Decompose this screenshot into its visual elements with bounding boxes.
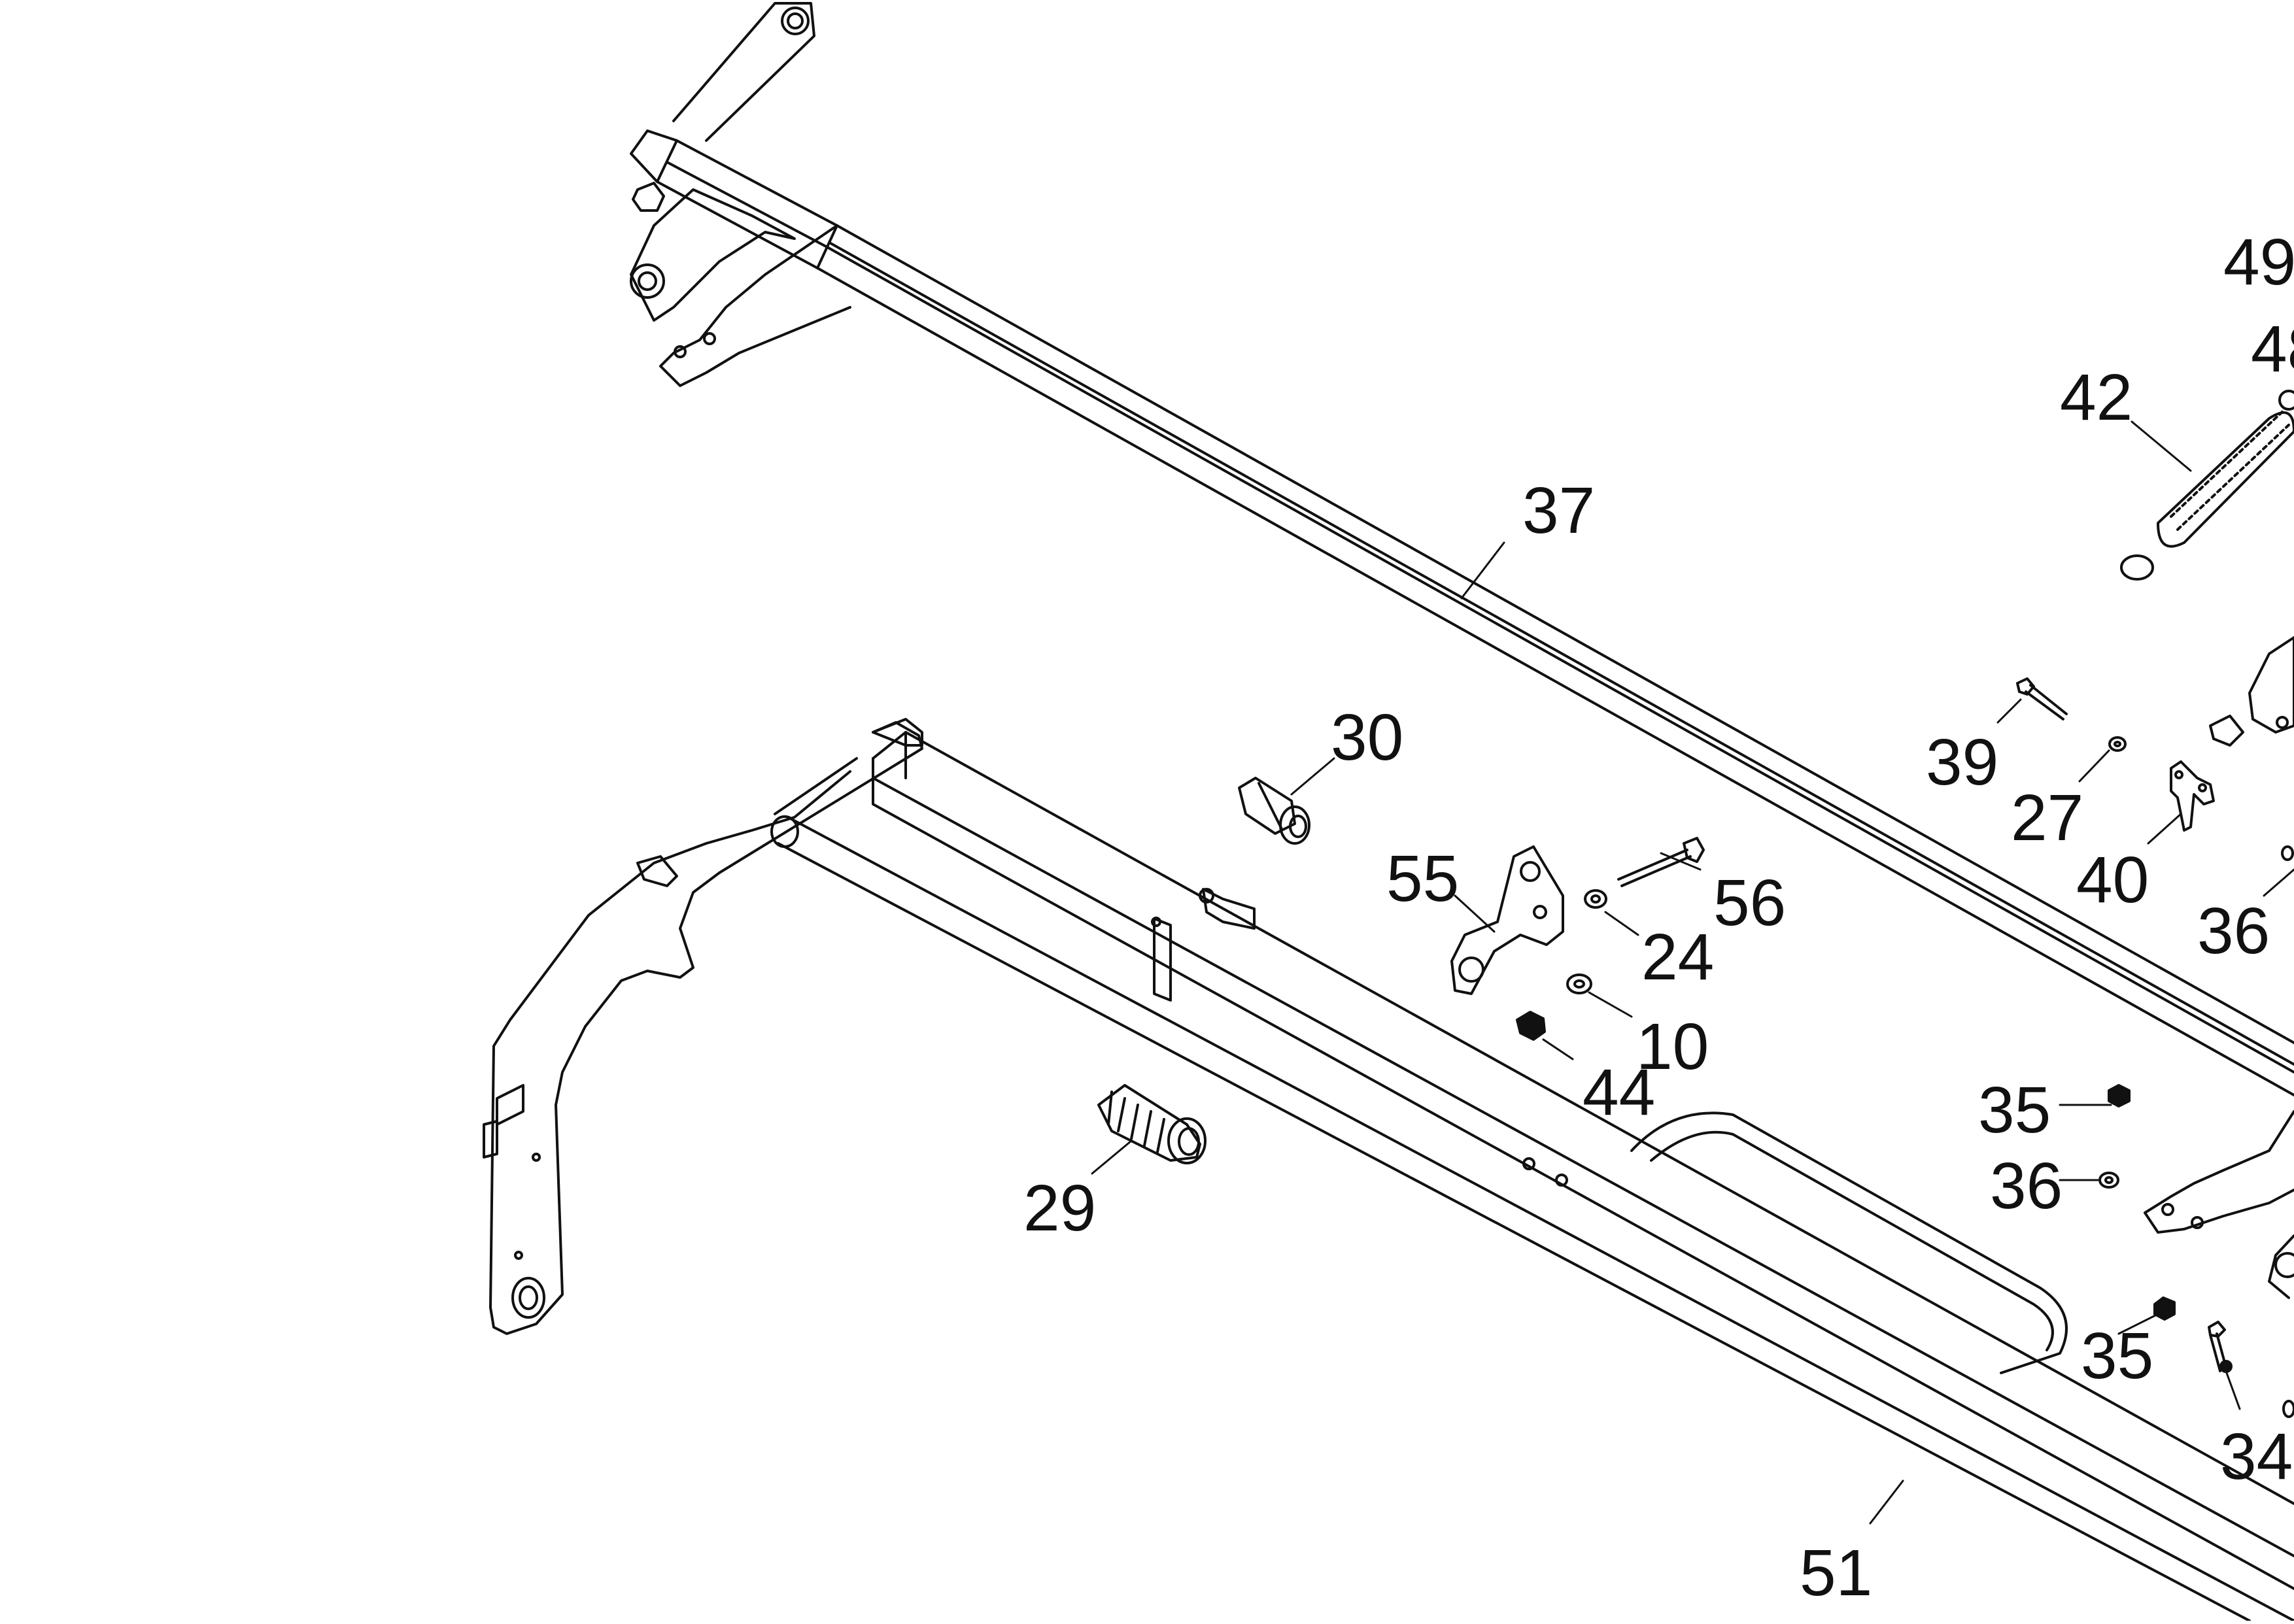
- part-34-bolt: [2208, 1321, 2233, 1373]
- part-55-bracket: [1450, 845, 1564, 995]
- part-44-nut: [1516, 1011, 1546, 1041]
- lower-frame-handle: [1630, 1111, 2068, 1374]
- part-24-washer: [1584, 889, 1607, 909]
- callout-35-upper: 35: [1978, 1074, 2051, 1147]
- upper-lift-arm: [672, 2, 815, 142]
- callout-34: 34: [2220, 1420, 2293, 1493]
- callout-42: 42: [2060, 361, 2132, 434]
- callout-48: 48: [2251, 313, 2294, 386]
- callout-51: 51: [1800, 1536, 1872, 1610]
- upper-right-bracket: [2144, 1110, 2294, 1299]
- part-35-nut-upper: [2108, 1084, 2131, 1108]
- callout-labels: 37 30 55 56 24 10 44 29 51 42 49 48 39 2…: [1023, 226, 2294, 1610]
- callout-49: 49: [2223, 226, 2294, 299]
- part-29-bushing: [1097, 1084, 1207, 1164]
- callout-39: 39: [1926, 726, 1998, 799]
- upper-left-bracket: [630, 188, 851, 387]
- actuator-partial: [2209, 636, 2294, 747]
- callout-56: 56: [1713, 866, 1786, 939]
- leader-lines: [1091, 420, 2294, 1525]
- part-36-washer-lower: [2098, 1172, 2119, 1189]
- callout-55: 55: [1386, 842, 1459, 915]
- callout-36-lower: 36: [1990, 1149, 2063, 1223]
- callout-30: 30: [1331, 701, 1403, 774]
- callout-29: 29: [1023, 1172, 1096, 1245]
- callout-37: 37: [1522, 474, 1595, 547]
- callout-27: 27: [2011, 781, 2083, 854]
- part-30-fitting: [1238, 777, 1310, 845]
- part-40-clip: [2170, 760, 2215, 832]
- callout-24: 24: [1641, 921, 1714, 994]
- callout-36-upper: 36: [2197, 894, 2270, 968]
- upper-frame-beam: [630, 2, 2294, 1299]
- part-27-washer: [2108, 736, 2127, 752]
- part-56-bolt: [1617, 837, 1705, 887]
- callout-35-lower: 35: [2081, 1319, 2153, 1393]
- lower-frame-beam: [483, 718, 2294, 1622]
- part-35-nut-lower: [2153, 1296, 2176, 1321]
- part-39-bolt: [2016, 677, 2068, 720]
- lower-left-side-plate: [483, 721, 923, 1335]
- callout-10: 10: [1636, 1010, 1709, 1083]
- part-10-washer: [1566, 973, 1592, 994]
- callout-44: 44: [1583, 1056, 1655, 1129]
- part-42-spring: [2120, 390, 2294, 581]
- callout-40: 40: [2076, 843, 2149, 917]
